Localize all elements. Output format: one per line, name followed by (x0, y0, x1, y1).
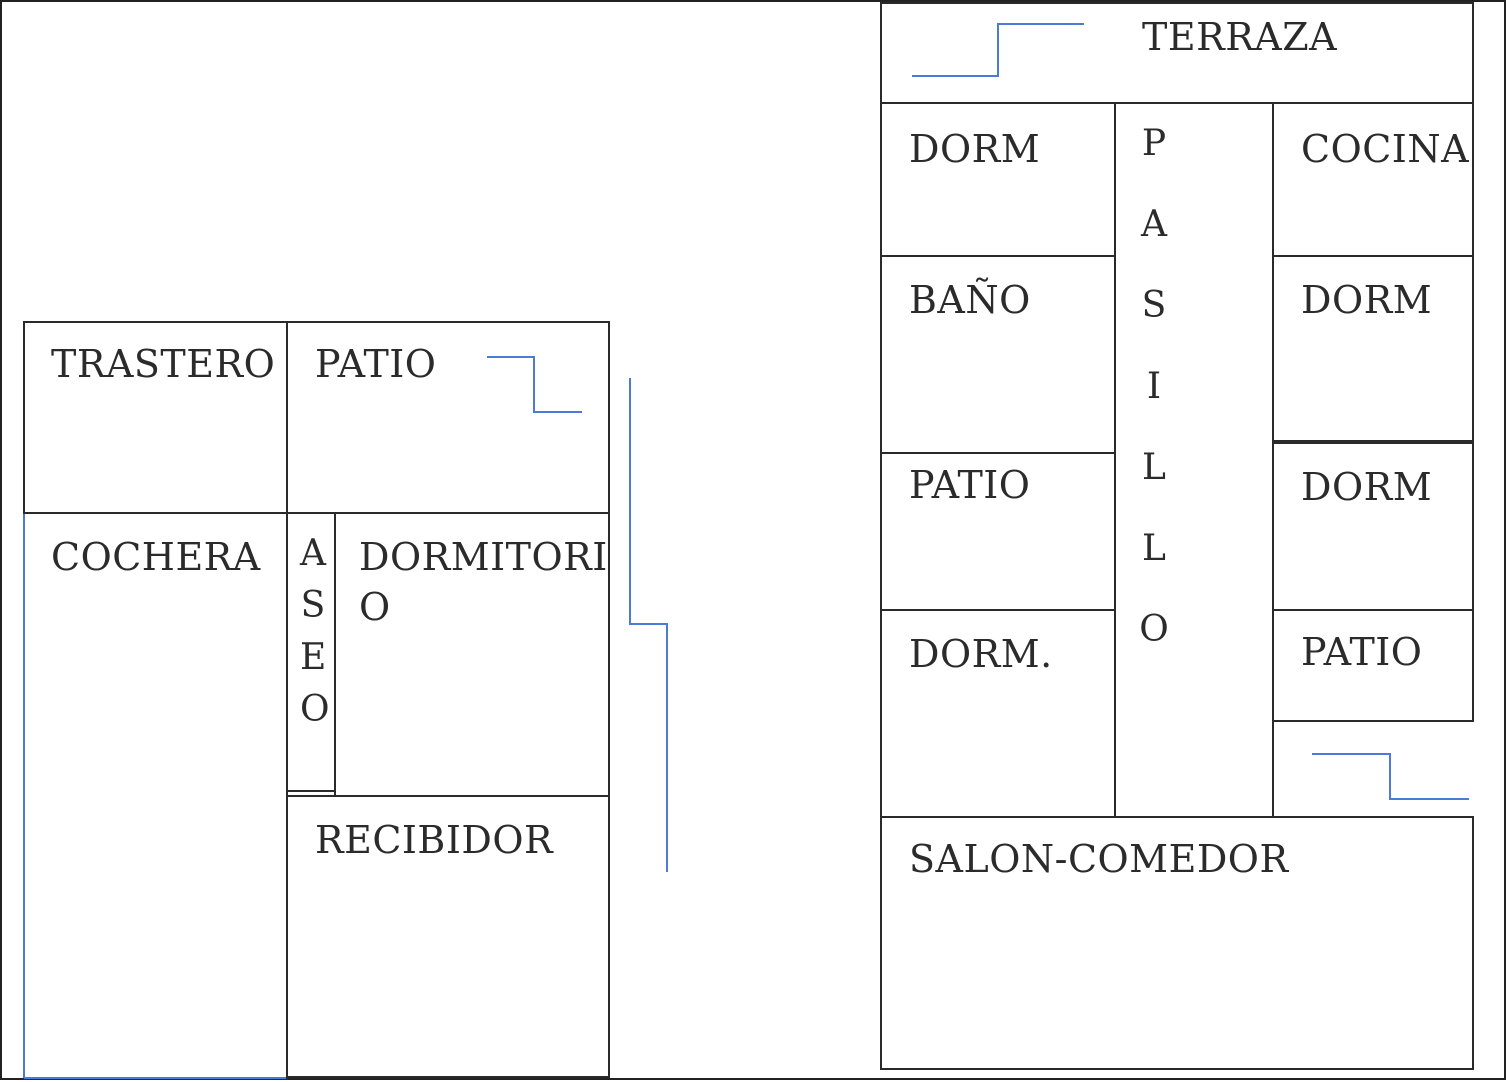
room-dorm-2: DORM (1272, 255, 1474, 444)
label-cocina: COCINA (1301, 127, 1470, 171)
room-aseo: A S E O (286, 512, 336, 792)
label-dorm-1: DORM (909, 127, 1041, 171)
room-dorm-dot: DORM. (880, 609, 1116, 818)
label-dormitorio-line1: DORMITORI (359, 535, 608, 579)
label-dorm-3: DORM (1301, 465, 1433, 509)
stairs-right-corridor (1312, 753, 1469, 800)
stairs-exterior-vertical (629, 378, 668, 872)
label-terraza: TERRAZA (1142, 15, 1338, 59)
room-cochera: COCHERA (23, 512, 288, 1080)
label-aseo: A S E O (300, 533, 330, 730)
room-terraza: TERRAZA (880, 2, 1474, 104)
room-recibidor: RECIBIDOR (286, 795, 610, 1078)
label-patio-left: PATIO (315, 342, 437, 386)
label-dorm-dot: DORM. (909, 632, 1053, 676)
label-dorm-2: DORM (1301, 278, 1433, 322)
label-patio-right-1: PATIO (909, 463, 1031, 507)
room-dorm-1: DORM (880, 102, 1116, 257)
label-patio-right-2: PATIO (1301, 630, 1423, 674)
label-cochera: COCHERA (51, 535, 261, 579)
room-patio-right-1: PATIO (880, 452, 1116, 611)
room-salon-comedor: SALON-COMEDOR (880, 816, 1474, 1070)
label-recibidor: RECIBIDOR (315, 818, 554, 862)
label-trastero: TRASTERO (51, 342, 276, 386)
label-salon-comedor: SALON-COMEDOR (909, 837, 1289, 881)
room-dormitorio: DORMITORI O (334, 512, 610, 798)
label-bano: BAÑO (909, 278, 1031, 322)
room-patio-right-2: PATIO (1272, 609, 1474, 722)
room-trastero: TRASTERO (23, 321, 288, 514)
label-pasillo: P A S I L L O (1139, 123, 1169, 650)
stairs-patio-left (487, 356, 582, 413)
label-dormitorio-line2: O (359, 585, 391, 629)
stairs-terraza (912, 23, 1084, 77)
room-cocina: COCINA (1272, 102, 1474, 257)
